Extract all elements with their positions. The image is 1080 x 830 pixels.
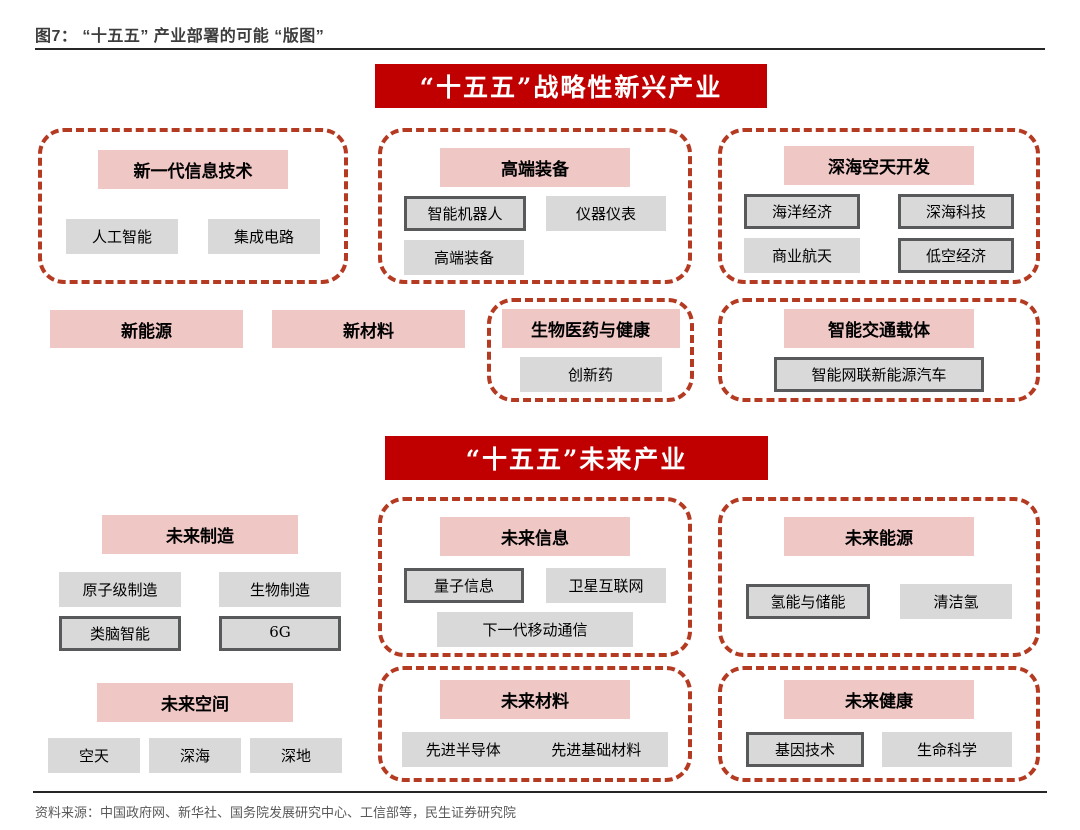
section-future-manufacturing: 未来制造 原子级制造 生物制造 类脑智能 6G [45, 507, 355, 657]
item-satellite-internet: 卫星互联网 [546, 568, 666, 603]
future-manufacturing-header: 未来制造 [102, 515, 298, 554]
item-deep-sea: 深海 [149, 738, 241, 773]
section-future-information: 未来信息 量子信息 卫星互联网 下一代移动通信 [378, 497, 692, 657]
biomedicine-header: 生物医药与健康 [501, 309, 680, 348]
future-information-header: 未来信息 [440, 517, 630, 556]
item-intelligent-robots: 智能机器人 [404, 196, 526, 231]
item-marine-economy: 海洋经济 [744, 194, 860, 229]
future-space-header: 未来空间 [97, 683, 293, 722]
item-bio-manufacturing: 生物制造 [219, 572, 341, 607]
item-intelligent-connected-nev: 智能网联新能源汽车 [774, 357, 984, 392]
banner-strategic-emerging-industries: “十五五”战略性新兴产业 [375, 64, 767, 108]
source-attribution: 资料来源：中国政府网、新华社、国务院发展研究中心、工信部等，民生证券研究院 [35, 805, 517, 820]
section-future-energy: 未来能源 氢能与储能 清洁氢 [718, 497, 1040, 657]
item-brain-like-intelligence: 类脑智能 [59, 616, 181, 651]
item-low-altitude-economy: 低空经济 [898, 238, 1014, 273]
item-integrated-circuits: 集成电路 [208, 219, 320, 254]
section-next-gen-it: 新一代信息技术 人工智能 集成电路 [38, 128, 348, 284]
footer-divider [33, 791, 1047, 793]
intelligent-transport-header: 智能交通载体 [784, 309, 974, 348]
item-innovative-drugs: 创新药 [519, 357, 662, 392]
figure-title: 图7： “十五五” 产业部署的可能 “版图” [35, 28, 325, 45]
item-atomic-scale-manufacturing: 原子级制造 [59, 572, 181, 607]
item-advanced-basic-materials: 先进基础材料 [524, 732, 668, 767]
item-commercial-aerospace: 商业航天 [744, 238, 860, 273]
item-deep-sea-technology: 深海科技 [898, 194, 1014, 229]
item-artificial-intelligence: 人工智能 [66, 219, 178, 254]
item-quantum-information: 量子信息 [404, 568, 524, 603]
title-divider [35, 48, 1045, 50]
item-high-end-equipment: 高端装备 [404, 240, 524, 275]
item-deep-earth: 深地 [250, 738, 342, 773]
section-intelligent-transport-carriers: 智能交通载体 智能网联新能源汽车 [718, 298, 1040, 402]
section-new-materials: 新材料 [272, 310, 465, 348]
banner-future-industries: “十五五”未来产业 [385, 436, 768, 480]
section-biomedicine-health: 生物医药与健康 创新药 [487, 298, 694, 402]
future-energy-header: 未来能源 [784, 517, 974, 556]
item-next-gen-mobile-communication: 下一代移动通信 [437, 612, 633, 647]
section-new-energy: 新能源 [50, 310, 243, 348]
item-hydrogen-energy-storage: 氢能与储能 [746, 584, 870, 619]
section-future-materials: 未来材料 先进半导体 先进基础材料 [378, 666, 692, 782]
item-life-science: 生命科学 [882, 732, 1012, 767]
future-health-header: 未来健康 [784, 680, 974, 719]
next-gen-it-header: 新一代信息技术 [98, 150, 288, 189]
item-gene-technology: 基因技术 [746, 732, 864, 767]
deep-sea-space-header: 深海空天开发 [784, 146, 974, 185]
high-end-equipment-header: 高端装备 [440, 148, 630, 187]
future-materials-header: 未来材料 [440, 680, 630, 719]
section-future-space: 未来空间 空天 深海 深地 [30, 677, 360, 782]
section-future-health: 未来健康 基因技术 生命科学 [718, 666, 1040, 782]
item-aerospace: 空天 [48, 738, 140, 773]
item-advanced-semiconductors: 先进半导体 [402, 732, 525, 767]
item-clean-hydrogen: 清洁氢 [900, 584, 1012, 619]
section-high-end-equipment: 高端装备 智能机器人 仪器仪表 高端装备 [378, 128, 692, 284]
section-deep-sea-space-development: 深海空天开发 海洋经济 深海科技 商业航天 低空经济 [718, 128, 1040, 284]
item-instruments-meters: 仪器仪表 [546, 196, 666, 231]
item-6g: 6G [219, 616, 341, 651]
